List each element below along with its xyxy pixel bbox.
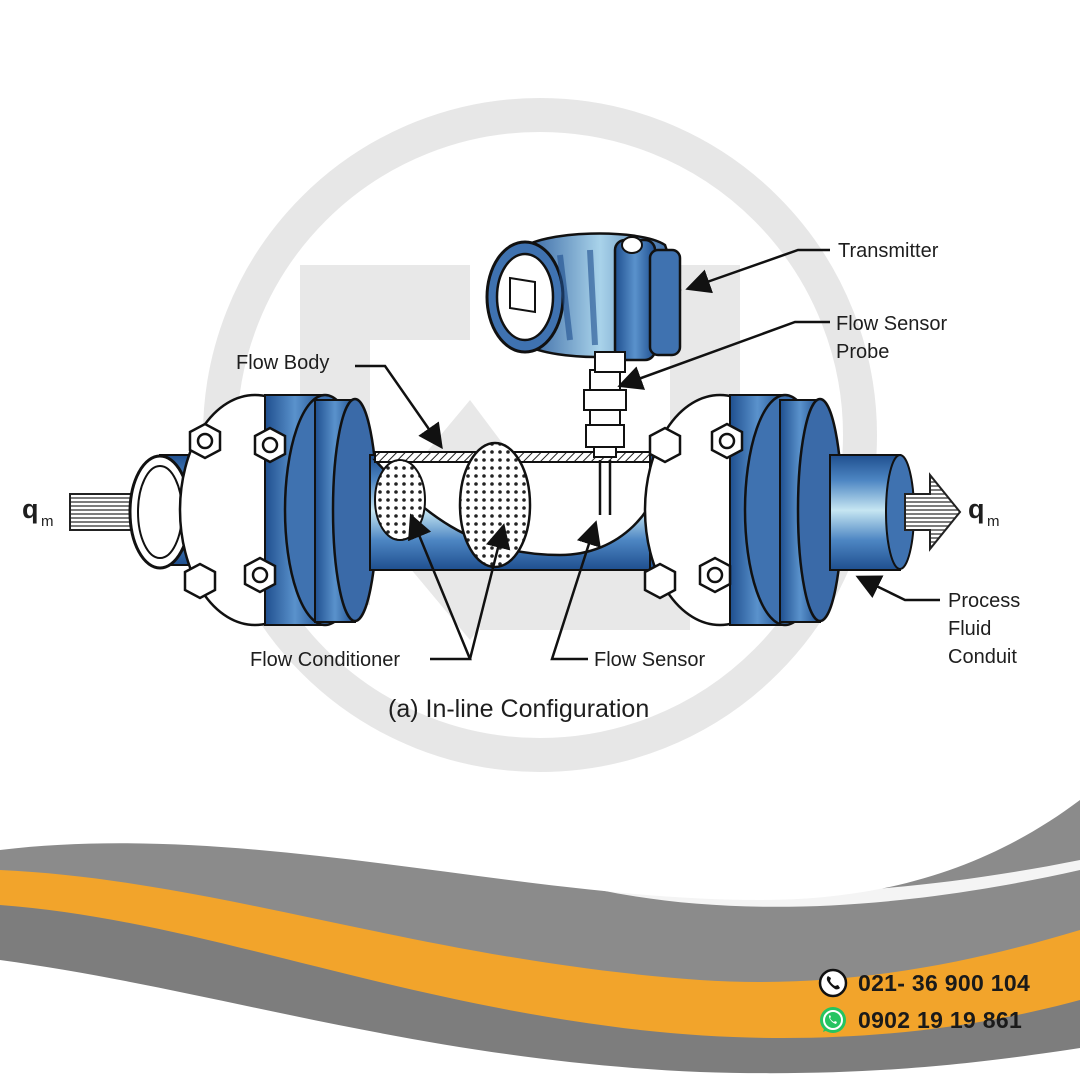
left-bolts xyxy=(183,422,287,600)
transmitter-head xyxy=(485,232,682,373)
label-process-1: Process xyxy=(948,590,1020,612)
label-qm-out: q xyxy=(968,494,985,524)
outlet-flow-arrow xyxy=(904,472,962,552)
phone-contact[interactable]: 021- 36 900 104 xyxy=(818,966,1058,1000)
label-process-3: Conduit xyxy=(948,646,1017,668)
label-process-2: Fluid xyxy=(948,618,991,640)
leader-lines xyxy=(355,248,940,661)
label-qm-in-sub: m xyxy=(41,513,54,530)
label-flow-sensor-probe-2: Probe xyxy=(836,341,889,363)
whatsapp-contact[interactable]: 0902 19 19 861 xyxy=(818,1003,1058,1037)
label-flow-sensor: Flow Sensor xyxy=(594,649,705,671)
whatsapp-icon xyxy=(820,1007,846,1033)
phone-number: 021- 36 900 104 xyxy=(858,969,1031,996)
sensor-probe xyxy=(583,369,627,515)
flow-body xyxy=(369,441,671,571)
label-transmitter: Transmitter xyxy=(838,240,939,262)
whatsapp-number: 0902 19 19 861 xyxy=(858,1006,1023,1033)
diagram-caption: (a) In-line Configuration xyxy=(388,695,649,723)
footer-swoosh xyxy=(0,800,1080,1080)
phone-icon xyxy=(818,968,848,998)
right-bolts xyxy=(643,422,744,600)
label-flow-sensor-probe-1: Flow Sensor xyxy=(836,313,947,335)
label-flow-body: Flow Body xyxy=(236,352,329,374)
label-qm-in: q xyxy=(22,494,39,524)
label-flow-conditioner: Flow Conditioner xyxy=(250,649,400,671)
label-qm-out-sub: m xyxy=(987,513,1000,530)
outlet-pipe xyxy=(829,454,915,571)
right-flange xyxy=(643,393,844,627)
